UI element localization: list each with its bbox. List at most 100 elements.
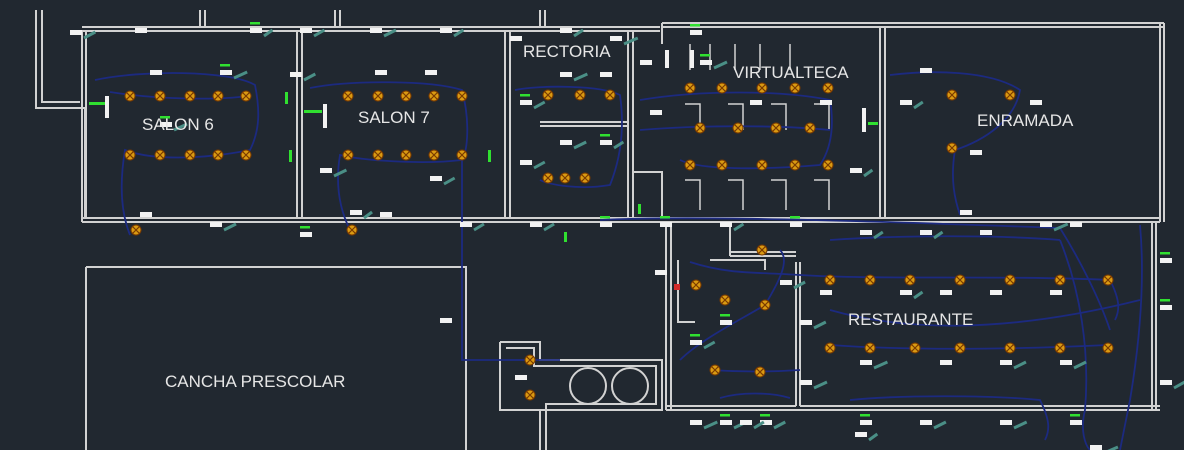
crossed-circle-icon <box>456 90 468 102</box>
crossed-circle-icon <box>804 122 816 134</box>
crossed-circle-icon <box>756 159 768 171</box>
tag-label-icon <box>160 122 172 127</box>
crossed-circle-icon <box>824 342 836 354</box>
tag-label-icon <box>760 420 772 425</box>
switch-panel <box>862 108 866 132</box>
desk <box>685 103 830 130</box>
wire-mark <box>573 28 584 38</box>
tag-label-icon <box>560 72 572 77</box>
tag-label-icon <box>560 140 572 145</box>
tag-label-icon <box>610 36 622 41</box>
wire-mark <box>233 70 248 80</box>
circuit-path <box>94 72 260 236</box>
crossed-circle-icon <box>542 89 554 101</box>
crossed-circle-icon <box>1004 342 1016 354</box>
crossed-circle-icon <box>130 224 142 236</box>
tag-label-icon <box>720 420 732 425</box>
crossed-circle-icon <box>824 274 836 286</box>
wire-mark <box>913 290 924 300</box>
crossed-circle-icon <box>559 172 571 184</box>
switch-panel <box>690 50 694 68</box>
switch-icon <box>790 216 800 219</box>
tag-label-icon <box>860 360 872 365</box>
wire-mark <box>873 230 884 240</box>
crossed-circle-icon <box>400 149 412 161</box>
switch-panel <box>323 104 327 128</box>
tag-label-icon <box>1000 420 1012 425</box>
tag-label-icon <box>790 222 802 227</box>
wall-virtualteca-top <box>662 22 1164 28</box>
tag-label-icon <box>860 420 872 425</box>
switch-icon <box>285 92 288 104</box>
tag-label-icon <box>560 28 572 33</box>
tag-label-icon <box>1060 360 1072 365</box>
circuit-path <box>1059 239 1091 450</box>
wire-mark <box>713 60 728 70</box>
switch-icon <box>720 414 730 417</box>
wire-mark <box>313 28 326 38</box>
crossed-circle-icon <box>909 342 921 354</box>
crossed-circle-icon <box>1102 342 1114 354</box>
crossed-circle-icon <box>770 122 782 134</box>
crossed-circle-icon <box>1102 274 1114 286</box>
wall-top-left-inner <box>41 10 80 103</box>
crossed-circle-icon <box>754 366 766 378</box>
circuit-path <box>889 71 1021 216</box>
crossed-circle-icon <box>690 279 702 291</box>
crossed-circle-icon <box>732 122 744 134</box>
tag-label-icon <box>140 212 152 217</box>
tag-label-icon <box>980 230 992 235</box>
tag-label-icon <box>520 100 532 105</box>
crossed-circle-icon <box>1004 274 1016 286</box>
wall-rest-bottom <box>666 405 800 411</box>
crossed-circle-icon <box>789 82 801 94</box>
crossed-circle-icon <box>759 299 771 311</box>
crossed-circle-icon <box>184 149 196 161</box>
tag-label-icon <box>720 222 732 227</box>
tag-label-icon <box>800 320 812 325</box>
wire-mark <box>623 36 639 46</box>
tag-label-icon <box>600 140 612 145</box>
crossed-circle-icon <box>864 274 876 286</box>
wire-mark <box>173 122 188 132</box>
wire-mark <box>733 222 745 232</box>
circuit-path <box>849 395 1050 441</box>
crossed-circle-icon <box>524 354 536 366</box>
switch-icon <box>600 216 610 219</box>
tag-label-icon <box>1040 222 1052 227</box>
tag-label-icon <box>900 290 912 295</box>
circuit-path <box>829 235 1061 241</box>
tag-label-icon <box>940 290 952 295</box>
crossed-circle-icon <box>904 274 916 286</box>
switch-marks <box>89 92 878 242</box>
tag-label-icon <box>300 28 312 33</box>
wire-mark <box>1013 360 1027 370</box>
tag-label-icon <box>990 290 1002 295</box>
wall-virt-enr <box>879 27 886 218</box>
crossed-circle-icon <box>822 82 834 94</box>
wire-mark <box>223 222 237 232</box>
crossed-circle-icon <box>346 224 358 236</box>
wall-top-stub-1 <box>199 10 206 27</box>
tag-label-icon <box>210 222 222 227</box>
room-label-restaurante: RESTAURANTE <box>848 310 973 329</box>
room-label-enramada: ENRAMADA <box>977 111 1074 130</box>
room-labels: SALON 6 SALON 7 RECTORIA VIRTUALTECA ENR… <box>142 42 1074 391</box>
switch-icon <box>289 150 292 162</box>
wire-mark <box>613 140 625 150</box>
wire-mark <box>573 140 587 150</box>
tag-label-icon <box>460 222 472 227</box>
switch-panel <box>105 96 109 118</box>
wire-mark <box>443 176 456 186</box>
crossed-circle-icon <box>954 274 966 286</box>
crossed-circle-icon <box>756 82 768 94</box>
tag-label-icon <box>1090 445 1102 450</box>
crossed-circle-icon <box>789 159 801 171</box>
circuit-path <box>689 261 1120 321</box>
tag-label-icon <box>660 222 672 227</box>
wire-mark <box>1053 222 1069 232</box>
switch-icon <box>488 150 491 162</box>
crossed-circle-icon <box>954 342 966 354</box>
wall-top-stub-3 <box>539 10 546 27</box>
crossed-circle-icon <box>154 90 166 102</box>
